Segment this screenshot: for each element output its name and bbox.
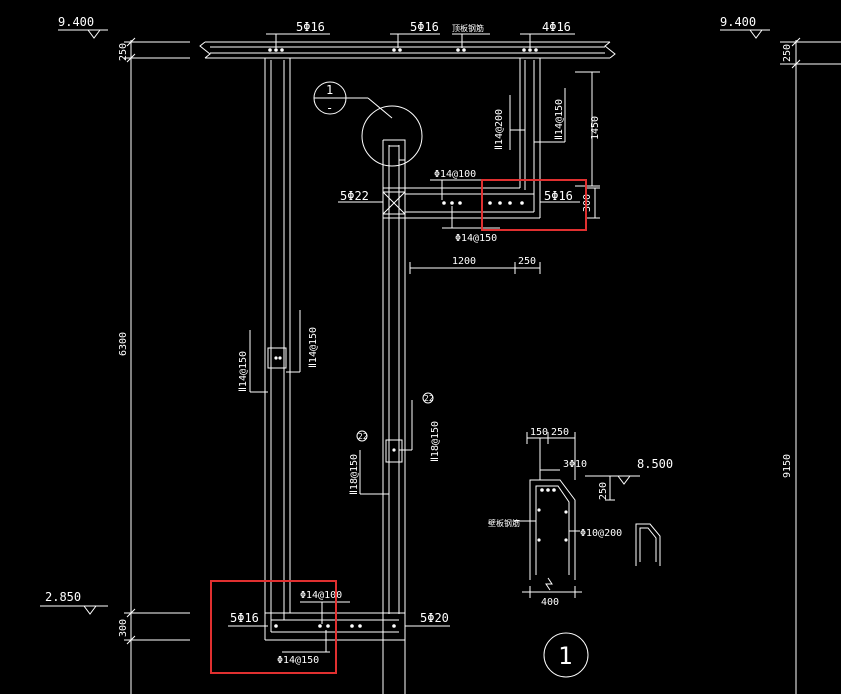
rebar-ledge-top: Φ14@100 [434, 169, 476, 180]
left-dimension-axis [40, 29, 190, 694]
detail-1-drawing [515, 432, 661, 678]
highlight-bottom-left [210, 580, 337, 674]
section-marker-sheet: - [326, 101, 333, 115]
right-wall-leaders [509, 71, 600, 187]
top-leaders [266, 33, 575, 48]
rebar-top-label: 顶板钢筋 [452, 23, 484, 33]
right-dimension-axis [720, 29, 841, 694]
rebar-top-mid: 5Φ16 [410, 20, 439, 34]
structure-outline [199, 41, 616, 694]
rebar-dots [268, 48, 538, 628]
dim-detail-150: 150 [530, 427, 548, 438]
rebar-marker-22-b: 22 [424, 394, 434, 403]
rebar-detail-side: Φ10@200 [580, 528, 622, 539]
rebar-right-wall-a: Ⅱ14@200 [494, 109, 505, 150]
rebar-top-right: 4Φ16 [542, 20, 571, 34]
dim-right-9150: 9150 [782, 454, 793, 478]
rebar-detail-top: 3Φ10 [563, 459, 587, 470]
detail-rebar-dots [537, 488, 568, 542]
rebar-top-left: 5Φ16 [296, 20, 325, 34]
dim-detail-250-top: 250 [551, 427, 569, 438]
elevation-left-bottom: 2.850 [45, 590, 81, 604]
dim-top-1450: 1450 [590, 116, 601, 140]
elevation-right-top: 9.400 [720, 15, 756, 29]
elevation-left-top: 9.400 [58, 15, 94, 29]
bottom-leaders [228, 601, 450, 653]
dim-ledge-300: 300 [582, 194, 593, 212]
rebar-bottom-left: 5Φ16 [230, 611, 259, 625]
rebar-bottom-right: 5Φ20 [420, 611, 449, 625]
rebar-detail-label: 壁板钢筋 [488, 518, 520, 528]
section-marker-1 [313, 81, 423, 167]
detail-number: 1 [558, 642, 572, 670]
rebar-right-wall-b: Ⅱ14@150 [554, 99, 565, 140]
rebar-inner-b: Ⅱ18@150 [430, 421, 441, 462]
dim-detail-400: 400 [541, 597, 559, 608]
rebar-ledge-bottom: Φ14@150 [455, 233, 497, 244]
rebar-ledge-right: 5Φ16 [544, 189, 573, 203]
dim-detail-250-side: 250 [598, 482, 609, 500]
rebar-bottom-bottom: Φ14@150 [277, 655, 319, 666]
left-wall-leaders [249, 310, 301, 393]
rebar-ledge-left: 5Φ22 [340, 189, 369, 203]
dim-left-250: 250 [118, 43, 129, 61]
dim-left-6300: 6300 [118, 332, 129, 356]
rebar-left-wall-a: Ⅱ14@150 [238, 351, 249, 392]
rebar-inner-a: Ⅱ18@150 [349, 454, 360, 495]
highlight-ledge-right [481, 179, 587, 231]
dim-left-300: 300 [118, 619, 129, 637]
dim-ledge-1200: 1200 [452, 256, 476, 267]
inner-wall-leaders [356, 392, 434, 495]
elevation-detail: 8.500 [637, 457, 673, 471]
ledge-leaders [338, 179, 600, 274]
section-marker-number: 1 [326, 83, 333, 97]
rebar-marker-22-a: 22 [358, 432, 368, 441]
dim-ledge-250: 250 [518, 256, 536, 267]
rebar-left-wall-b: Ⅱ14@150 [308, 327, 319, 368]
rebar-bottom-top: Φ14@100 [300, 590, 342, 601]
dim-right-250: 250 [782, 44, 793, 62]
